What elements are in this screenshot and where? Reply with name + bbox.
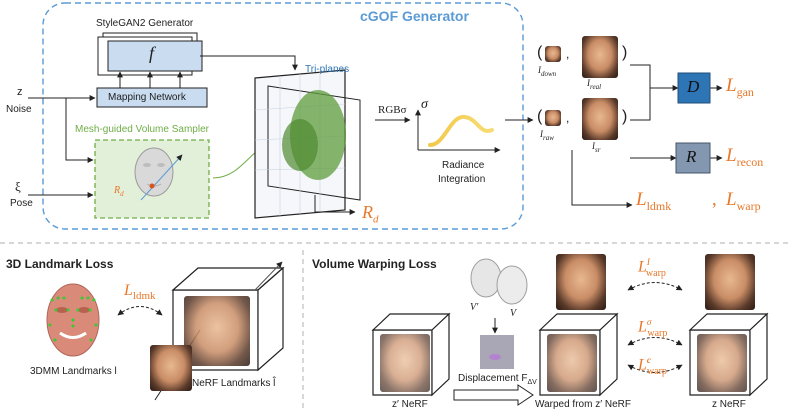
i-down-label: Idown: [538, 65, 557, 78]
warping-section-title: Volume Warping Loss: [312, 257, 437, 271]
landmark-loss-label: Lldmk: [124, 282, 156, 303]
gan-loss-label: Lgan: [726, 75, 754, 99]
warp-hollow-arrow: [453, 384, 534, 406]
paren-open-1: (: [537, 44, 543, 61]
rgb-sigma-label: RGBσ: [378, 104, 407, 116]
displacement-field: [480, 335, 514, 369]
radiance-label-2: Integration: [438, 174, 486, 185]
triplanes-label: Tri-planes: [305, 64, 350, 75]
ldmk-loss-label: Lldmk: [636, 189, 672, 213]
nerf-landmark-small-photo: [150, 345, 192, 391]
rd-loss-label: Rd: [362, 202, 379, 226]
recon-loss-label: Lrecon: [726, 145, 764, 169]
comma-1: ,: [566, 47, 570, 61]
z-nerf-caption: z NeRF: [712, 399, 746, 410]
mapping-network-label: Mapping Network: [108, 92, 186, 103]
warped-caption: Warped from z′ NeRF: [535, 399, 631, 410]
warp-loss-i-label: LIwarp: [638, 257, 666, 279]
i-sr-label: Isr: [592, 141, 601, 154]
warp-loss-sigma-label: Lσwarp: [638, 317, 668, 339]
sigma-axis-label: σ: [421, 97, 428, 112]
i-raw-label: Iraw: [540, 129, 554, 142]
pose-label: Pose: [10, 198, 33, 209]
generator-frame: [42, 2, 524, 230]
sampler-rd-label: Rd: [114, 185, 124, 198]
radiance-label-1: Radiance: [442, 160, 485, 171]
r-box-label: R: [686, 147, 697, 166]
warp-loss-c-label: Lcwarp: [638, 355, 667, 377]
generator-title: cGOF Generator: [360, 8, 469, 24]
z-input-label: z: [17, 86, 23, 98]
z-prime-nerf-face: [380, 334, 430, 392]
noise-label: Noise: [6, 104, 32, 115]
mesh-heads-icon: [470, 258, 528, 305]
3dmm-landmarks-caption: 3DMM Landmarks l: [30, 366, 117, 377]
i-real-label: Ireal: [587, 78, 602, 91]
refiner-box: [675, 142, 711, 174]
loss-separator: ,: [712, 189, 717, 210]
nerf-landmark-face: [184, 296, 250, 366]
z-photo: [705, 254, 755, 310]
comma-2: ,: [566, 111, 570, 125]
i-down-image: [545, 46, 561, 62]
stylegan-stack: [97, 32, 203, 76]
displacement-label: Displacement FΔV: [458, 373, 537, 386]
stylegan-label: StyleGAN2 Generator: [96, 18, 194, 29]
sampler-label: Mesh-guided Volume Sampler: [75, 124, 209, 135]
radiance-plot: [415, 109, 501, 153]
warped-photo: [556, 254, 606, 310]
xi-input-label: ξ: [15, 179, 21, 194]
paren-open-2: (: [537, 108, 543, 125]
warped-nerf-face: [547, 334, 597, 392]
f-function-label: f: [149, 43, 155, 63]
i-real-image: [582, 36, 618, 78]
discriminator-box: [677, 72, 711, 104]
paren-close-1: ): [622, 44, 628, 61]
landmark-section-title: 3D Landmark Loss: [6, 257, 114, 271]
d-box-label: D: [687, 77, 700, 96]
paren-close-2: ): [622, 108, 628, 125]
z-nerf-face: [697, 334, 747, 392]
i-raw-image: [545, 110, 561, 126]
v-prime-label: V′: [470, 302, 479, 313]
nerf-landmarks-caption: NeRF Landmarks l̂: [192, 378, 276, 389]
i-sr-image: [582, 98, 618, 140]
mapping-network-box: [96, 87, 208, 108]
3dmm-face-icon: [46, 283, 100, 357]
triplanes-graphic: [254, 69, 361, 219]
z-prime-nerf-caption: z′ NeRF: [392, 399, 428, 410]
warp-loss-label: Lwarp: [726, 189, 761, 213]
mesh-face-icon: [134, 147, 183, 201]
v-label: V: [510, 308, 517, 319]
